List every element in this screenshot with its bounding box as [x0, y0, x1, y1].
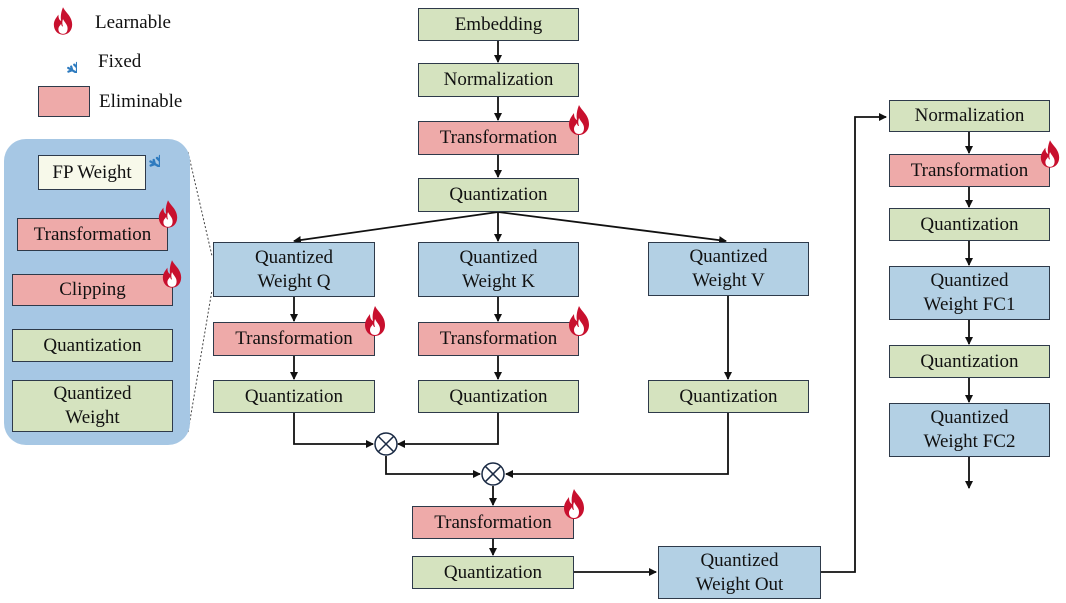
- quantized-weight-v-box: Quantized Weight V: [648, 242, 809, 296]
- quantized-weight-out-box: Quantized Weight Out: [658, 546, 821, 599]
- arrows: [88, 41, 973, 576]
- quantized-weight-fc1-box: Quantized Weight FC1: [889, 266, 1050, 320]
- zoom-lines: [187, 151, 213, 433]
- quantized-weight-k-box: Quantized Weight K: [418, 242, 579, 297]
- multiply-icon: [374, 432, 398, 456]
- ffn-transformation-box: Transformation: [889, 154, 1050, 187]
- v-quantization-box: Quantization: [648, 380, 809, 413]
- out-quantization-box: Quantization: [412, 556, 574, 589]
- embedding-box: Embedding: [418, 8, 579, 41]
- k-quantization-box: Quantization: [418, 380, 579, 413]
- k-transformation-box: Transformation: [418, 322, 579, 356]
- multiply-icon: [481, 462, 505, 486]
- snowflake-icon: [134, 141, 160, 167]
- flame-icon: [567, 104, 591, 136]
- flame-icon: [157, 199, 179, 229]
- flame-icon: [567, 305, 591, 337]
- legend-learnable-label: Learnable: [95, 12, 171, 33]
- quantized-weight-q-box: Quantized Weight Q: [213, 242, 375, 297]
- flame-icon: [562, 488, 586, 520]
- ffn-quantization-1-box: Quantization: [889, 208, 1050, 241]
- snowflake-icon: [53, 49, 77, 73]
- flame-icon: [363, 305, 387, 337]
- q-transformation-box: Transformation: [213, 322, 375, 356]
- panel-quantized-weight-box: Quantized Weight: [12, 380, 173, 432]
- panel-transformation-box: Transformation: [17, 218, 168, 251]
- panel-quantization-box: Quantization: [12, 329, 173, 362]
- normalization-box: Normalization: [418, 63, 579, 97]
- flame-icon: [1039, 139, 1061, 169]
- quantized-weight-fc2-box: Quantized Weight FC2: [889, 403, 1050, 457]
- ffn-quantization-2-box: Quantization: [889, 345, 1050, 378]
- flame-icon: [161, 259, 183, 289]
- panel-clipping-box: Clipping: [12, 274, 173, 306]
- legend-eliminable-swatch: [38, 86, 90, 117]
- quantization-box: Quantization: [418, 178, 579, 212]
- out-transformation-box: Transformation: [412, 506, 574, 539]
- fp-weight-box: FP Weight: [38, 155, 146, 190]
- transformation-box: Transformation: [418, 121, 579, 155]
- flame-icon: [52, 6, 74, 36]
- legend-fixed-label: Fixed: [98, 51, 142, 72]
- legend-eliminable-label: Eliminable: [99, 91, 183, 112]
- ffn-normalization-box: Normalization: [889, 100, 1050, 132]
- q-quantization-box: Quantization: [213, 380, 375, 413]
